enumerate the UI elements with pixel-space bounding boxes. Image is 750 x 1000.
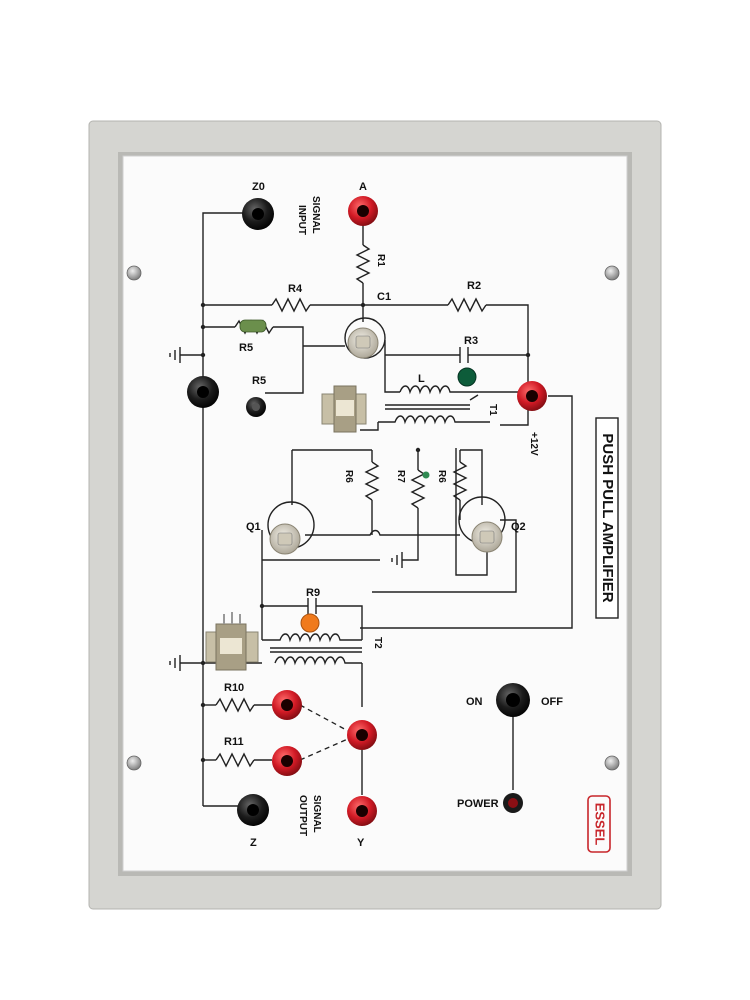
- faceplate: [122, 155, 628, 872]
- label-r7: R7: [395, 470, 406, 483]
- label-l: L: [418, 373, 425, 385]
- screw-bottom-left: [126, 755, 142, 771]
- label-r6-right: R6: [436, 470, 447, 483]
- screw-top-right: [604, 265, 620, 281]
- label-r5: R5: [239, 342, 253, 354]
- transformer-t1-component: [321, 385, 367, 433]
- label-signal-input-1: SIGNAL: [310, 196, 321, 234]
- socket-y[interactable]: [347, 796, 377, 826]
- label-supply: +12V: [528, 432, 539, 456]
- label-r2: R2: [467, 280, 481, 292]
- brand-logo: ESSEL: [587, 795, 611, 853]
- label-r4: R4: [288, 283, 303, 295]
- label-signal-output-2: OUTPUT: [297, 795, 308, 836]
- socket-r10[interactable]: [272, 690, 302, 720]
- power-switch[interactable]: [496, 683, 530, 717]
- label-z0: Z0: [252, 181, 265, 193]
- label-r1: R1: [375, 254, 386, 267]
- svg-text:ESSEL: ESSEL: [593, 803, 608, 846]
- screw-bottom-right: [604, 755, 620, 771]
- r7-trimmer-component: [422, 471, 430, 479]
- socket-12v[interactable]: [517, 381, 547, 411]
- label-q1: Q1: [246, 521, 261, 533]
- label-signal-output-1: SIGNAL: [311, 795, 322, 833]
- label-r3: R3: [464, 335, 478, 347]
- label-off: OFF: [541, 696, 563, 708]
- label-c1: C1: [377, 291, 391, 303]
- label-r5-jack: R5: [252, 375, 266, 387]
- transistor-q1-component: [269, 523, 301, 555]
- socket-r11[interactable]: [272, 746, 302, 776]
- label-t2: T2: [372, 637, 383, 649]
- socket-center-output[interactable]: [347, 720, 377, 750]
- title-box: [595, 417, 619, 619]
- transistor-q2-component: [471, 521, 503, 553]
- label-r9: R9: [306, 587, 320, 599]
- label-signal-input-2: INPUT: [296, 205, 307, 235]
- label-power: POWER: [457, 798, 499, 810]
- socket-a[interactable]: [348, 196, 378, 226]
- label-r11: R11: [224, 736, 244, 748]
- r9-capacitor-component: [300, 613, 320, 633]
- circuit-wiring: [169, 212, 573, 807]
- label-r6-left: R6: [343, 470, 354, 483]
- dashed-links: [299, 704, 351, 761]
- r5-pot-component: [239, 319, 267, 333]
- label-q2: Q2: [511, 521, 526, 533]
- label-y: Y: [357, 837, 365, 849]
- socket-left-black[interactable]: [187, 376, 219, 408]
- indicator-led: [457, 367, 477, 387]
- socket-z[interactable]: [237, 794, 269, 826]
- label-a: A: [359, 181, 367, 193]
- label-z: Z: [250, 837, 257, 849]
- panel-title: PUSH PULL AMPLIFIER: [599, 433, 616, 602]
- transistor-input-component: [347, 327, 379, 359]
- screw-top-left: [126, 265, 142, 281]
- power-indicator-lamp: [503, 793, 523, 813]
- junction-dots: [200, 302, 531, 763]
- label-on: ON: [466, 696, 483, 708]
- label-t1: T1: [487, 404, 498, 416]
- socket-r5[interactable]: [246, 397, 266, 417]
- socket-z0[interactable]: [242, 198, 274, 230]
- transformer-t2-component: [205, 612, 259, 671]
- label-r10: R10: [224, 682, 244, 694]
